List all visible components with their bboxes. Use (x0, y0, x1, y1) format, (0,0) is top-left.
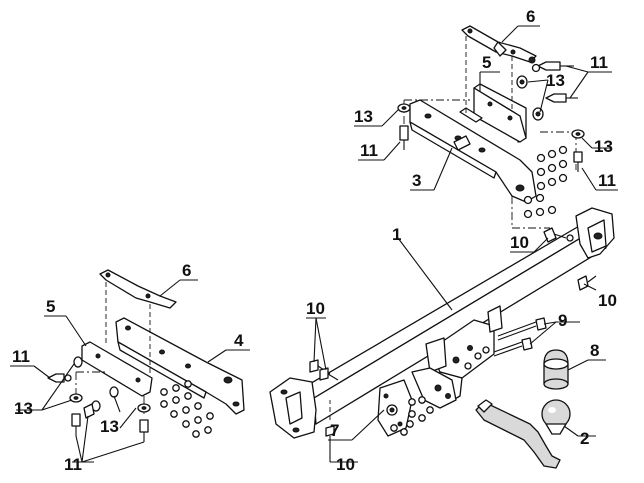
bracket-6-left (99, 269, 177, 309)
label-3: 3 (412, 171, 421, 190)
label-13-midleft: 13 (100, 417, 119, 436)
bracket-5-top (459, 83, 527, 143)
label-11-topleft: 11 (360, 141, 378, 160)
hardware-top (397, 36, 585, 229)
label-10-bottom: 10 (336, 455, 355, 474)
label-13-left: 13 (14, 399, 33, 418)
label-11-bottomleft: 11 (64, 455, 82, 474)
hardware-left (47, 282, 214, 442)
label-5-top: 5 (482, 53, 491, 72)
label-1: 1 (392, 225, 401, 244)
label-13-topleft: 13 (354, 107, 373, 126)
label-10-right: 10 (598, 291, 617, 310)
label-4: 4 (234, 331, 244, 350)
bracket-4-left (115, 317, 245, 415)
leader-lines (10, 25, 618, 463)
bracket-6-top (461, 25, 537, 63)
label-7: 7 (330, 421, 339, 440)
ball-cap-8 (543, 349, 569, 390)
label-11-right: 11 (598, 171, 616, 190)
socket-plate-7 (377, 379, 434, 437)
label-10-left: 10 (306, 299, 325, 318)
bolts-10 (309, 227, 597, 446)
label-13-right: 13 (594, 137, 613, 156)
label-11-left: 11 (12, 347, 30, 366)
bolts-9 (464, 317, 547, 370)
label-11-topright: 11 (590, 53, 608, 72)
label-10-mid: 10 (510, 233, 529, 252)
label-5-left: 5 (46, 297, 55, 316)
number-labels: 6 5 11 13 13 11 3 13 11 10 1 10 10 9 8 7… (12, 7, 617, 474)
label-2: 2 (580, 429, 589, 448)
label-6-left: 6 (182, 261, 191, 280)
label-8: 8 (590, 341, 599, 360)
label-6-top: 6 (526, 7, 535, 26)
crossbar-1 (269, 207, 615, 439)
label-13-topright: 13 (546, 71, 565, 90)
towball-2 (475, 399, 571, 469)
label-9: 9 (558, 311, 567, 330)
